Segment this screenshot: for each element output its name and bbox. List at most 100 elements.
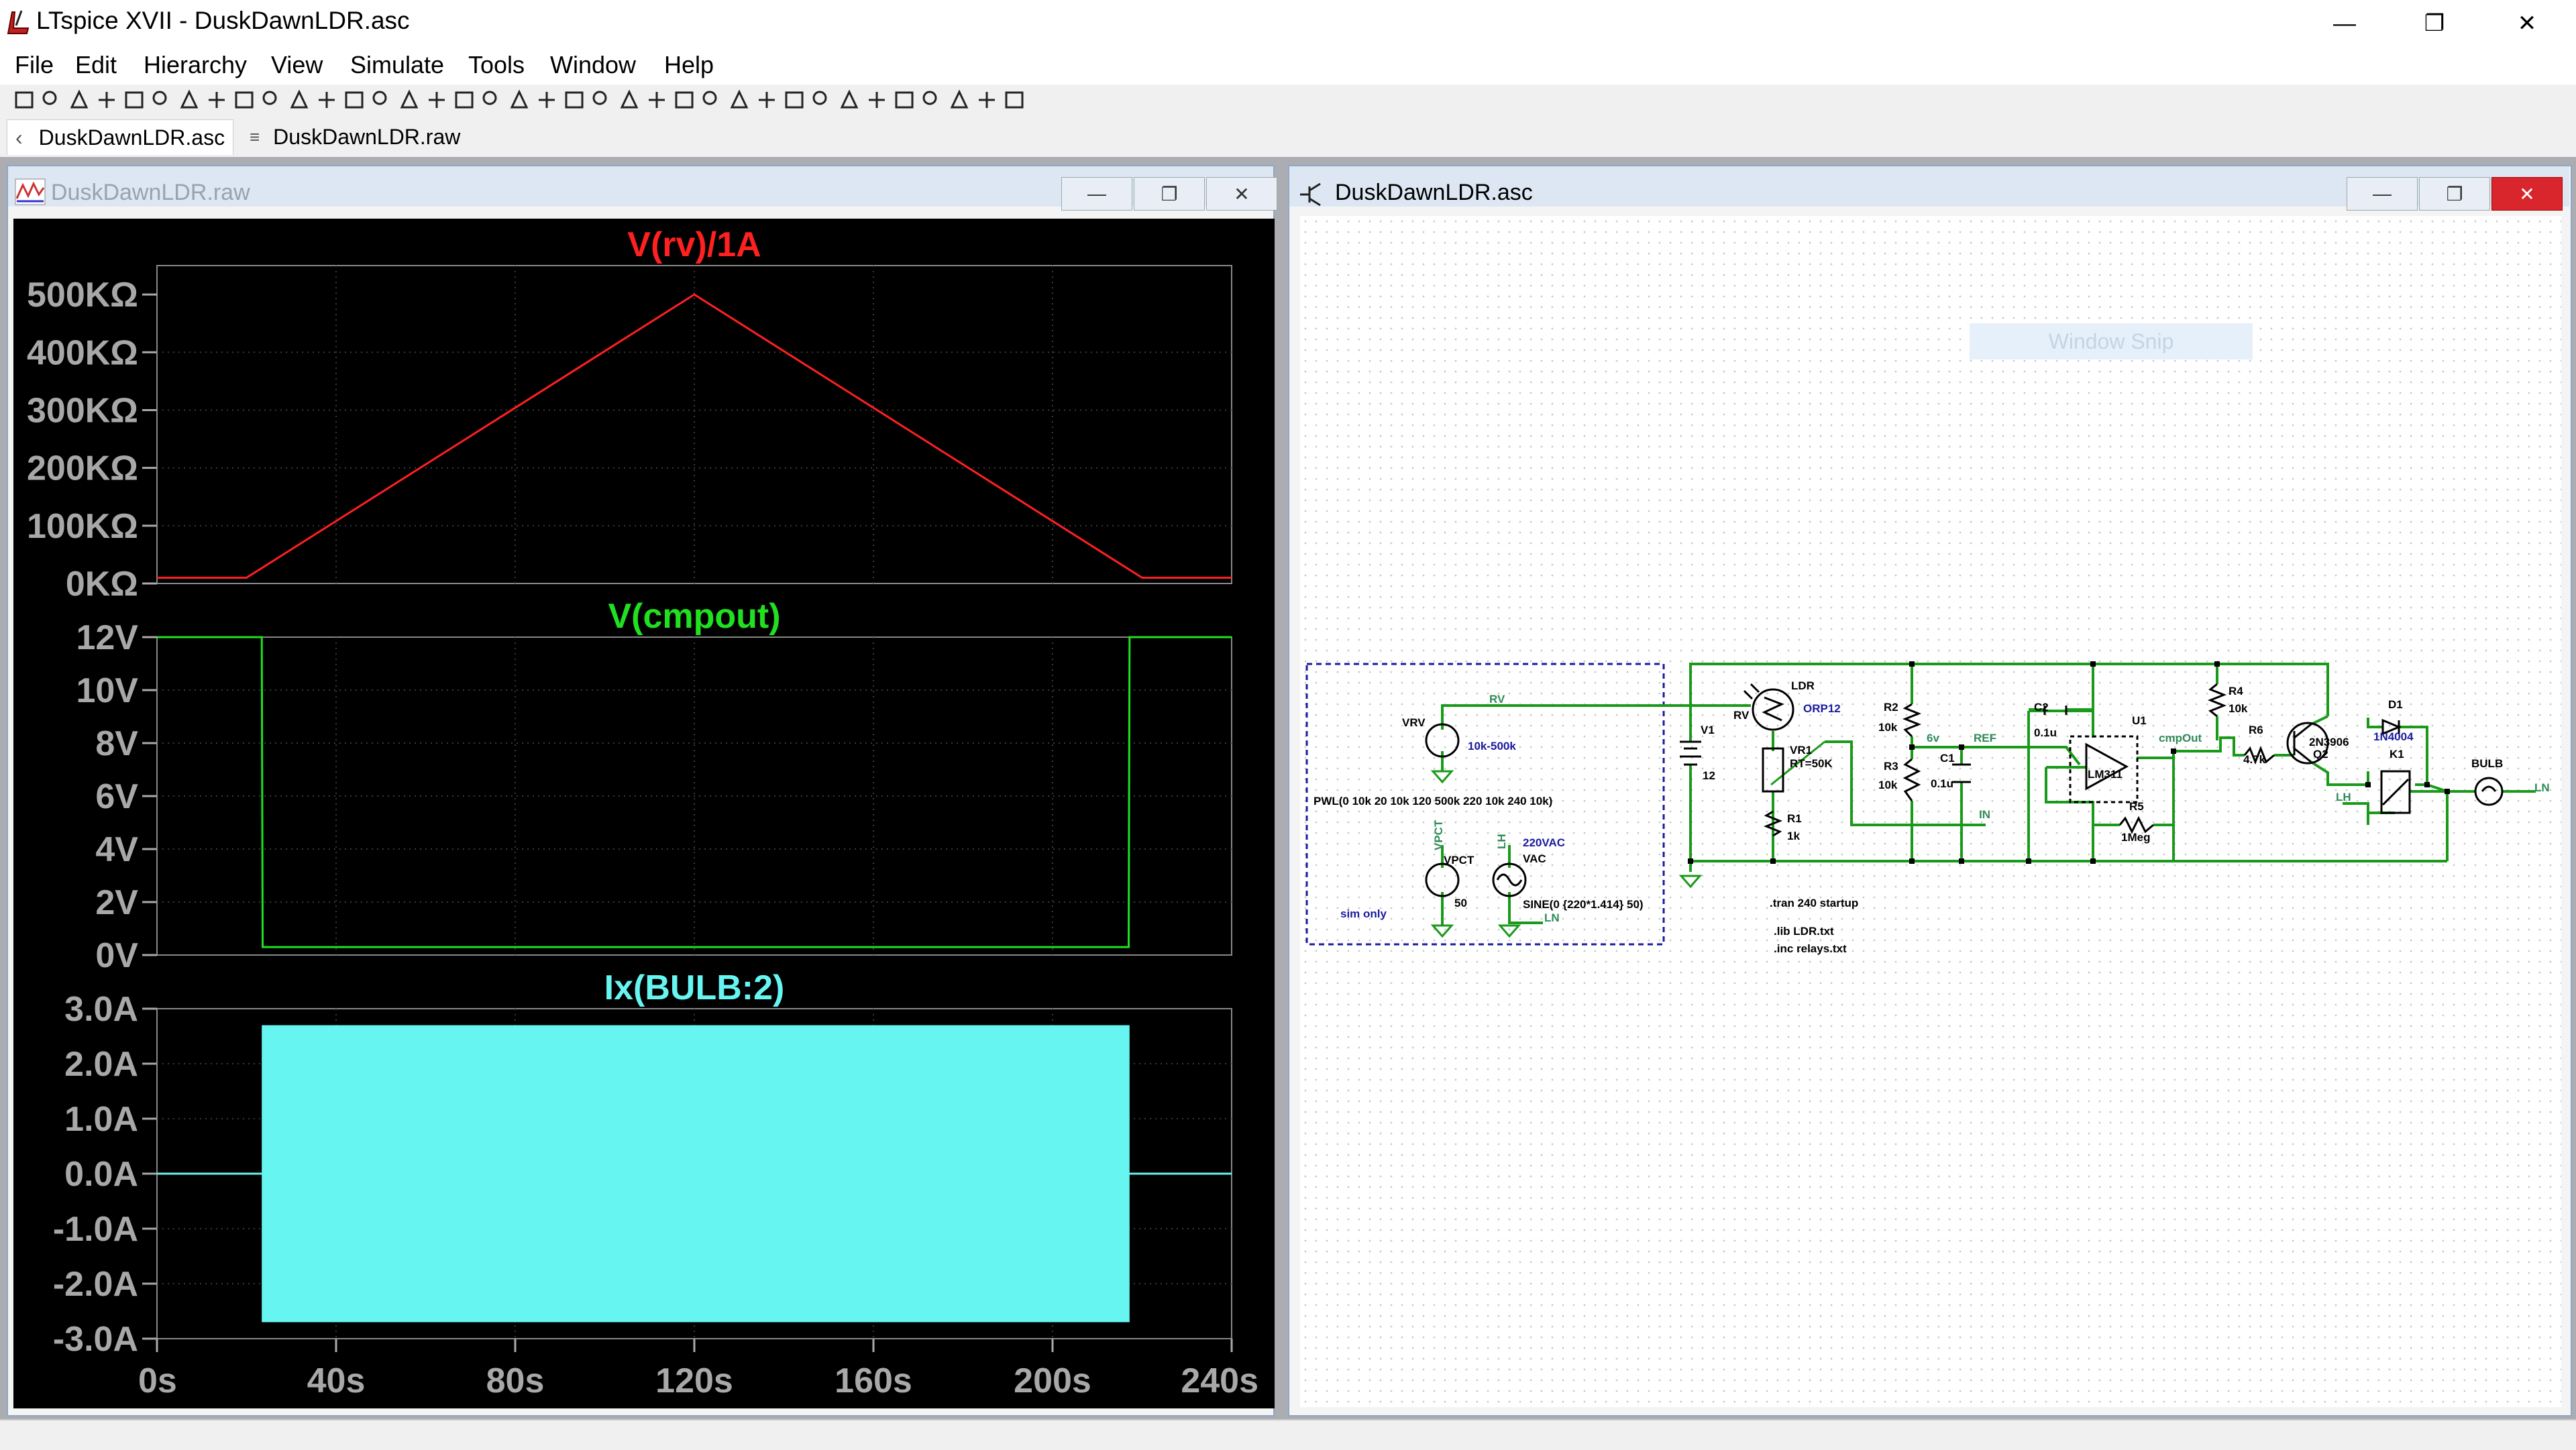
schematic-label: 1k [1787,830,1800,842]
menu-simulate[interactable]: Simulate [350,51,445,78]
pan-icon[interactable] [151,89,172,111]
schematic-label: cmpOut [2159,732,2202,744]
menu-window[interactable]: Window [550,51,637,78]
schematic-label: LH [1495,834,1508,849]
cut-icon[interactable] [426,89,447,111]
schematic-close-button[interactable]: ✕ [2491,177,2563,211]
schematic-label: R5 [2129,800,2144,813]
schematic-label: VRV [1402,716,1426,729]
spice-directive-icon[interactable] [1004,89,1025,111]
ltspice-logo-icon [5,8,31,36]
y-tick-label: 0.0A [64,1155,138,1194]
schematic-label: K1 [2390,748,2404,761]
zoom-fit-icon[interactable] [233,89,255,111]
waveform-minimize-button[interactable]: — [1061,177,1132,211]
label-icon[interactable] [646,89,667,111]
x-tick-label: 80s [486,1361,545,1400]
tile-horizontal-icon[interactable] [343,89,365,111]
schematic-label: 6v [1927,732,1939,744]
tab-waveform[interactable]: ≡ DuskDawnLDR.raw [241,119,468,154]
probe-icon[interactable] [316,89,337,111]
y-tick-label: 300KΩ [27,391,138,430]
y-tick-label: 6V [95,777,138,816]
schematic-restore-button[interactable]: ❐ [2419,177,2490,211]
autorange-icon[interactable] [288,89,310,111]
menu-edit[interactable]: Edit [75,51,117,78]
x-tick-label: 120s [655,1361,733,1400]
schematic-label: .inc relays.txt [1774,942,1847,955]
control-panel-icon[interactable] [96,89,117,111]
undo-icon[interactable] [866,89,888,111]
schematic-label: VPCT [1432,820,1445,850]
zoom-cancel-icon[interactable] [261,89,282,111]
inductor-icon[interactable] [729,89,750,111]
y-tick-label: 0KΩ [66,565,138,604]
redo-icon[interactable] [894,89,915,111]
y-tick-label: 0V [95,936,138,975]
waveform-plot[interactable]: 500KΩ400KΩ300KΩ200KΩ100KΩ0KΩV(rv)/1A12V1… [13,219,1275,1408]
menu-help[interactable]: Help [664,51,714,78]
schematic-label: IN [1979,808,1990,821]
resistor-icon[interactable] [674,89,695,111]
schematic-label: 10k [1878,779,1898,791]
zoom-out-icon[interactable] [206,89,227,111]
tab-waveform-label: DuskDawnLDR.raw [273,124,461,149]
schematic-label: 50 [1454,897,1467,909]
y-tick-label: -2.0A [53,1265,138,1304]
waveform-restore-button[interactable]: ❐ [1134,177,1205,211]
paste-icon[interactable] [481,89,502,111]
menu-view[interactable]: View [271,51,323,78]
minimize-button[interactable]: — [2333,10,2356,36]
x-tick-label: 40s [307,1361,366,1400]
schematic-label: ORP12 [1803,702,1841,715]
component-icon[interactable] [784,89,805,111]
tab-bar [0,117,2576,157]
ground-icon[interactable] [619,89,640,111]
restore-button[interactable]: ❐ [2424,11,2445,36]
y-tick-label: 4V [95,830,138,869]
print-preview-icon[interactable] [564,89,585,111]
series-line [157,293,1232,579]
schematic-minimize-button[interactable]: — [2347,177,2418,211]
title-bar [0,0,2576,47]
cascade-icon[interactable] [398,89,420,111]
toolbar [0,85,2576,118]
menu-tools[interactable]: Tools [468,51,525,78]
close-button[interactable]: ✕ [2517,11,2537,36]
x-tick-label: 0s [138,1361,177,1400]
schematic-label: 0.1u [2034,726,2057,739]
tile-vertical-icon[interactable] [371,89,392,111]
schematic-label: REF [1974,732,1996,744]
wire-icon[interactable] [591,89,612,111]
y-tick-label: 3.0A [64,990,138,1029]
menu-hierarchy[interactable]: Hierarchy [144,51,248,78]
schematic-label: R6 [2249,724,2263,736]
schematic-label: sim only [1340,907,1387,920]
tab-schematic[interactable]: ‹ DuskDawnLDR.asc [7,119,234,155]
copy-icon[interactable] [453,89,475,111]
halt-icon[interactable] [123,89,145,111]
y-tick-label: -3.0A [53,1320,138,1359]
schematic-label: .tran 240 startup [1770,897,1858,909]
run-icon[interactable] [13,89,35,111]
menu-file[interactable]: File [15,51,54,78]
rotate-icon[interactable] [921,89,943,111]
print-icon[interactable] [536,89,557,111]
y-tick-label: -1.0A [53,1210,138,1249]
find-icon[interactable] [508,89,530,111]
drag-icon[interactable] [839,89,860,111]
waveform-close-button[interactable]: ✕ [1206,177,1277,211]
diode-icon[interactable] [756,89,777,111]
y-tick-label: 2.0A [64,1045,138,1084]
move-icon[interactable] [811,89,833,111]
schematic-canvas[interactable] [1300,216,2561,1407]
mirror-icon[interactable] [949,89,970,111]
pane-title: V(cmpout) [608,597,780,636]
schematic-label: C1 [1940,752,1955,765]
open-icon[interactable] [41,89,62,111]
capacitor-icon[interactable] [701,89,722,111]
text-icon[interactable] [976,89,998,111]
junctions [1688,661,2450,864]
save-icon[interactable] [68,89,90,111]
zoom-in-icon[interactable] [178,89,200,111]
